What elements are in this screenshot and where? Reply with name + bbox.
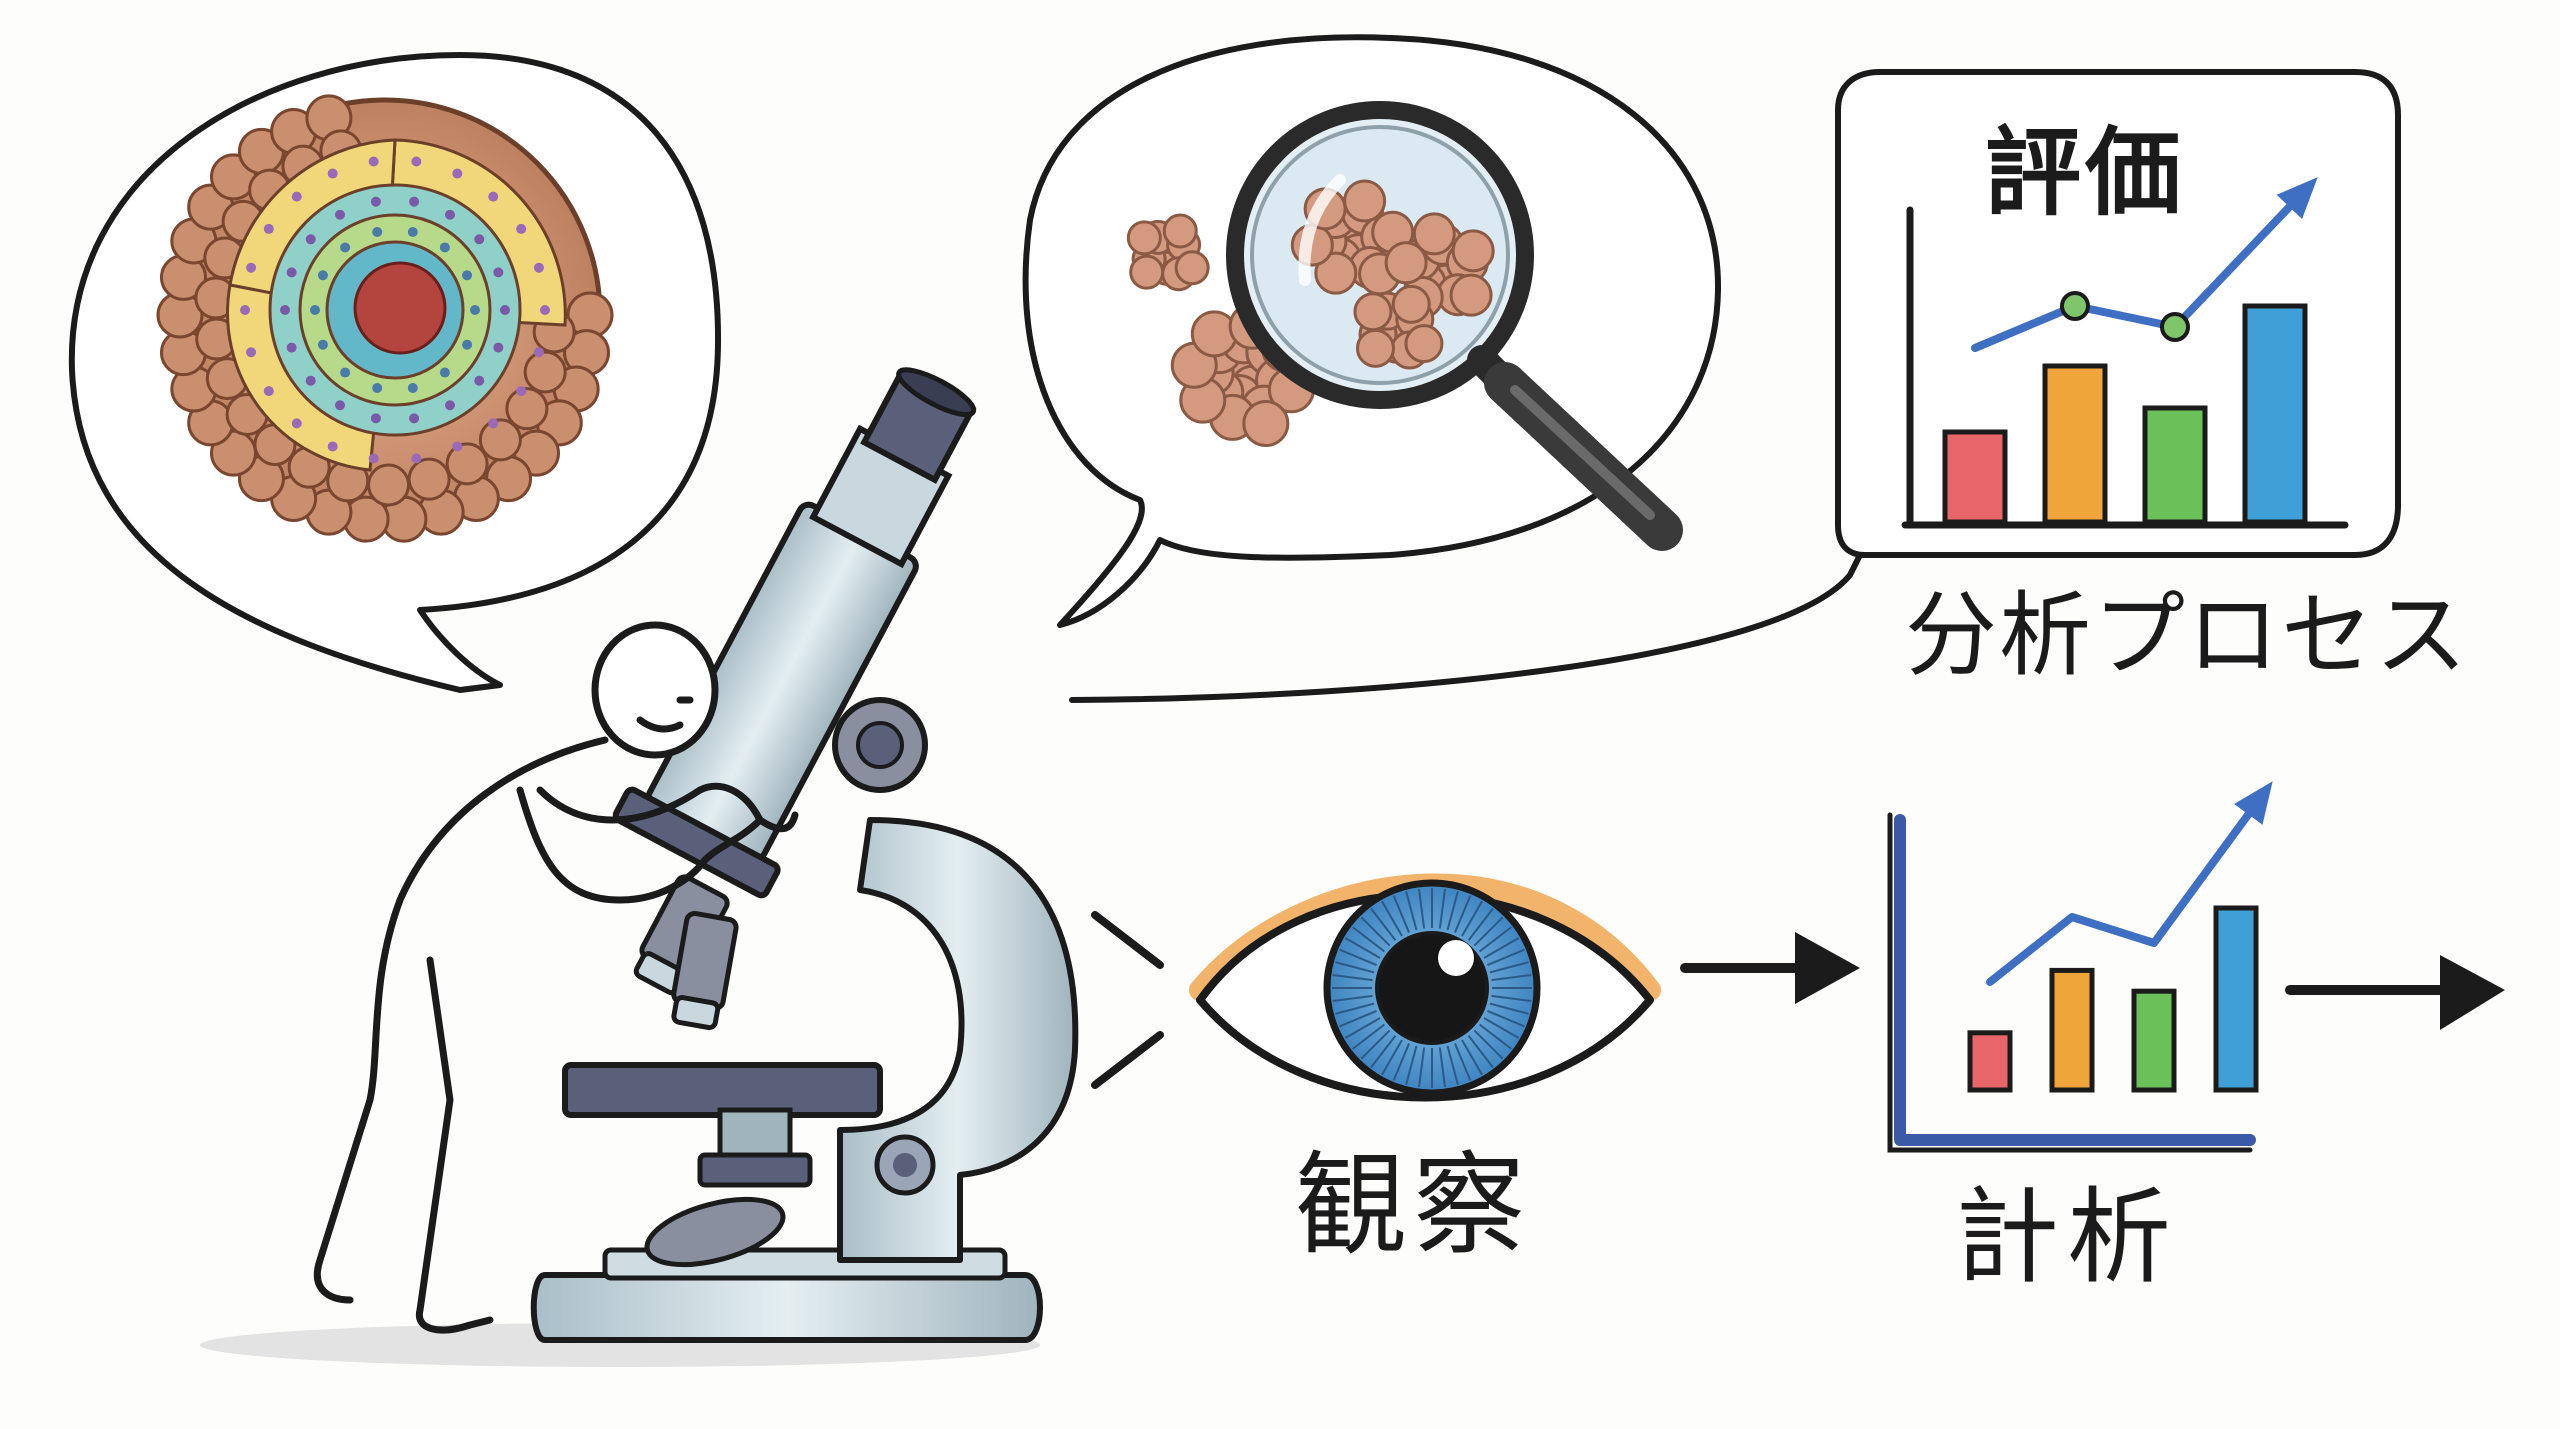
cell-sphere-cross-section-icon: [156, 94, 614, 543]
evaluation-bar: [1942, 429, 2008, 525]
measurement-trend-arrowhead: [2234, 781, 2273, 825]
evaluation-trend-arrowhead: [2276, 177, 2318, 220]
eye-icon: [1091, 873, 1661, 1102]
microscope-icon: [200, 367, 1079, 1367]
measurement-bar: [2049, 967, 2095, 1093]
measurement-bar: [2213, 905, 2259, 1093]
measurement-bar: [1967, 1030, 2013, 1093]
evaluation-trend-point: [2160, 312, 2190, 342]
evaluation-label: 評価: [1985, 117, 2185, 229]
stick-figure-scientist-icon: [313, 621, 799, 1334]
measurement-trend-line: [1986, 827, 2240, 986]
evaluation-bar: [2042, 363, 2108, 525]
measurement-analysis-label: 計析: [1955, 1176, 2180, 1298]
evaluation-bar: [2242, 303, 2308, 525]
observation-label: 観察: [1295, 1141, 1531, 1271]
arrow-right-icon: [1680, 932, 1860, 1004]
evaluation-trend-line: [1971, 218, 2279, 352]
evaluation-bar-chart-icon: [1901, 177, 2349, 529]
measurement-bar: [2131, 988, 2177, 1093]
evaluation-bar: [2142, 405, 2208, 525]
measurement-bar-chart-icon: [1887, 781, 2273, 1153]
arrow-right-icon-end: [2285, 955, 2505, 1030]
analysis-process-label: 分析プロセス: [1905, 582, 2470, 689]
magnifying-glass-icon: [1126, 101, 1683, 551]
evaluation-trend-point: [2060, 291, 2090, 321]
